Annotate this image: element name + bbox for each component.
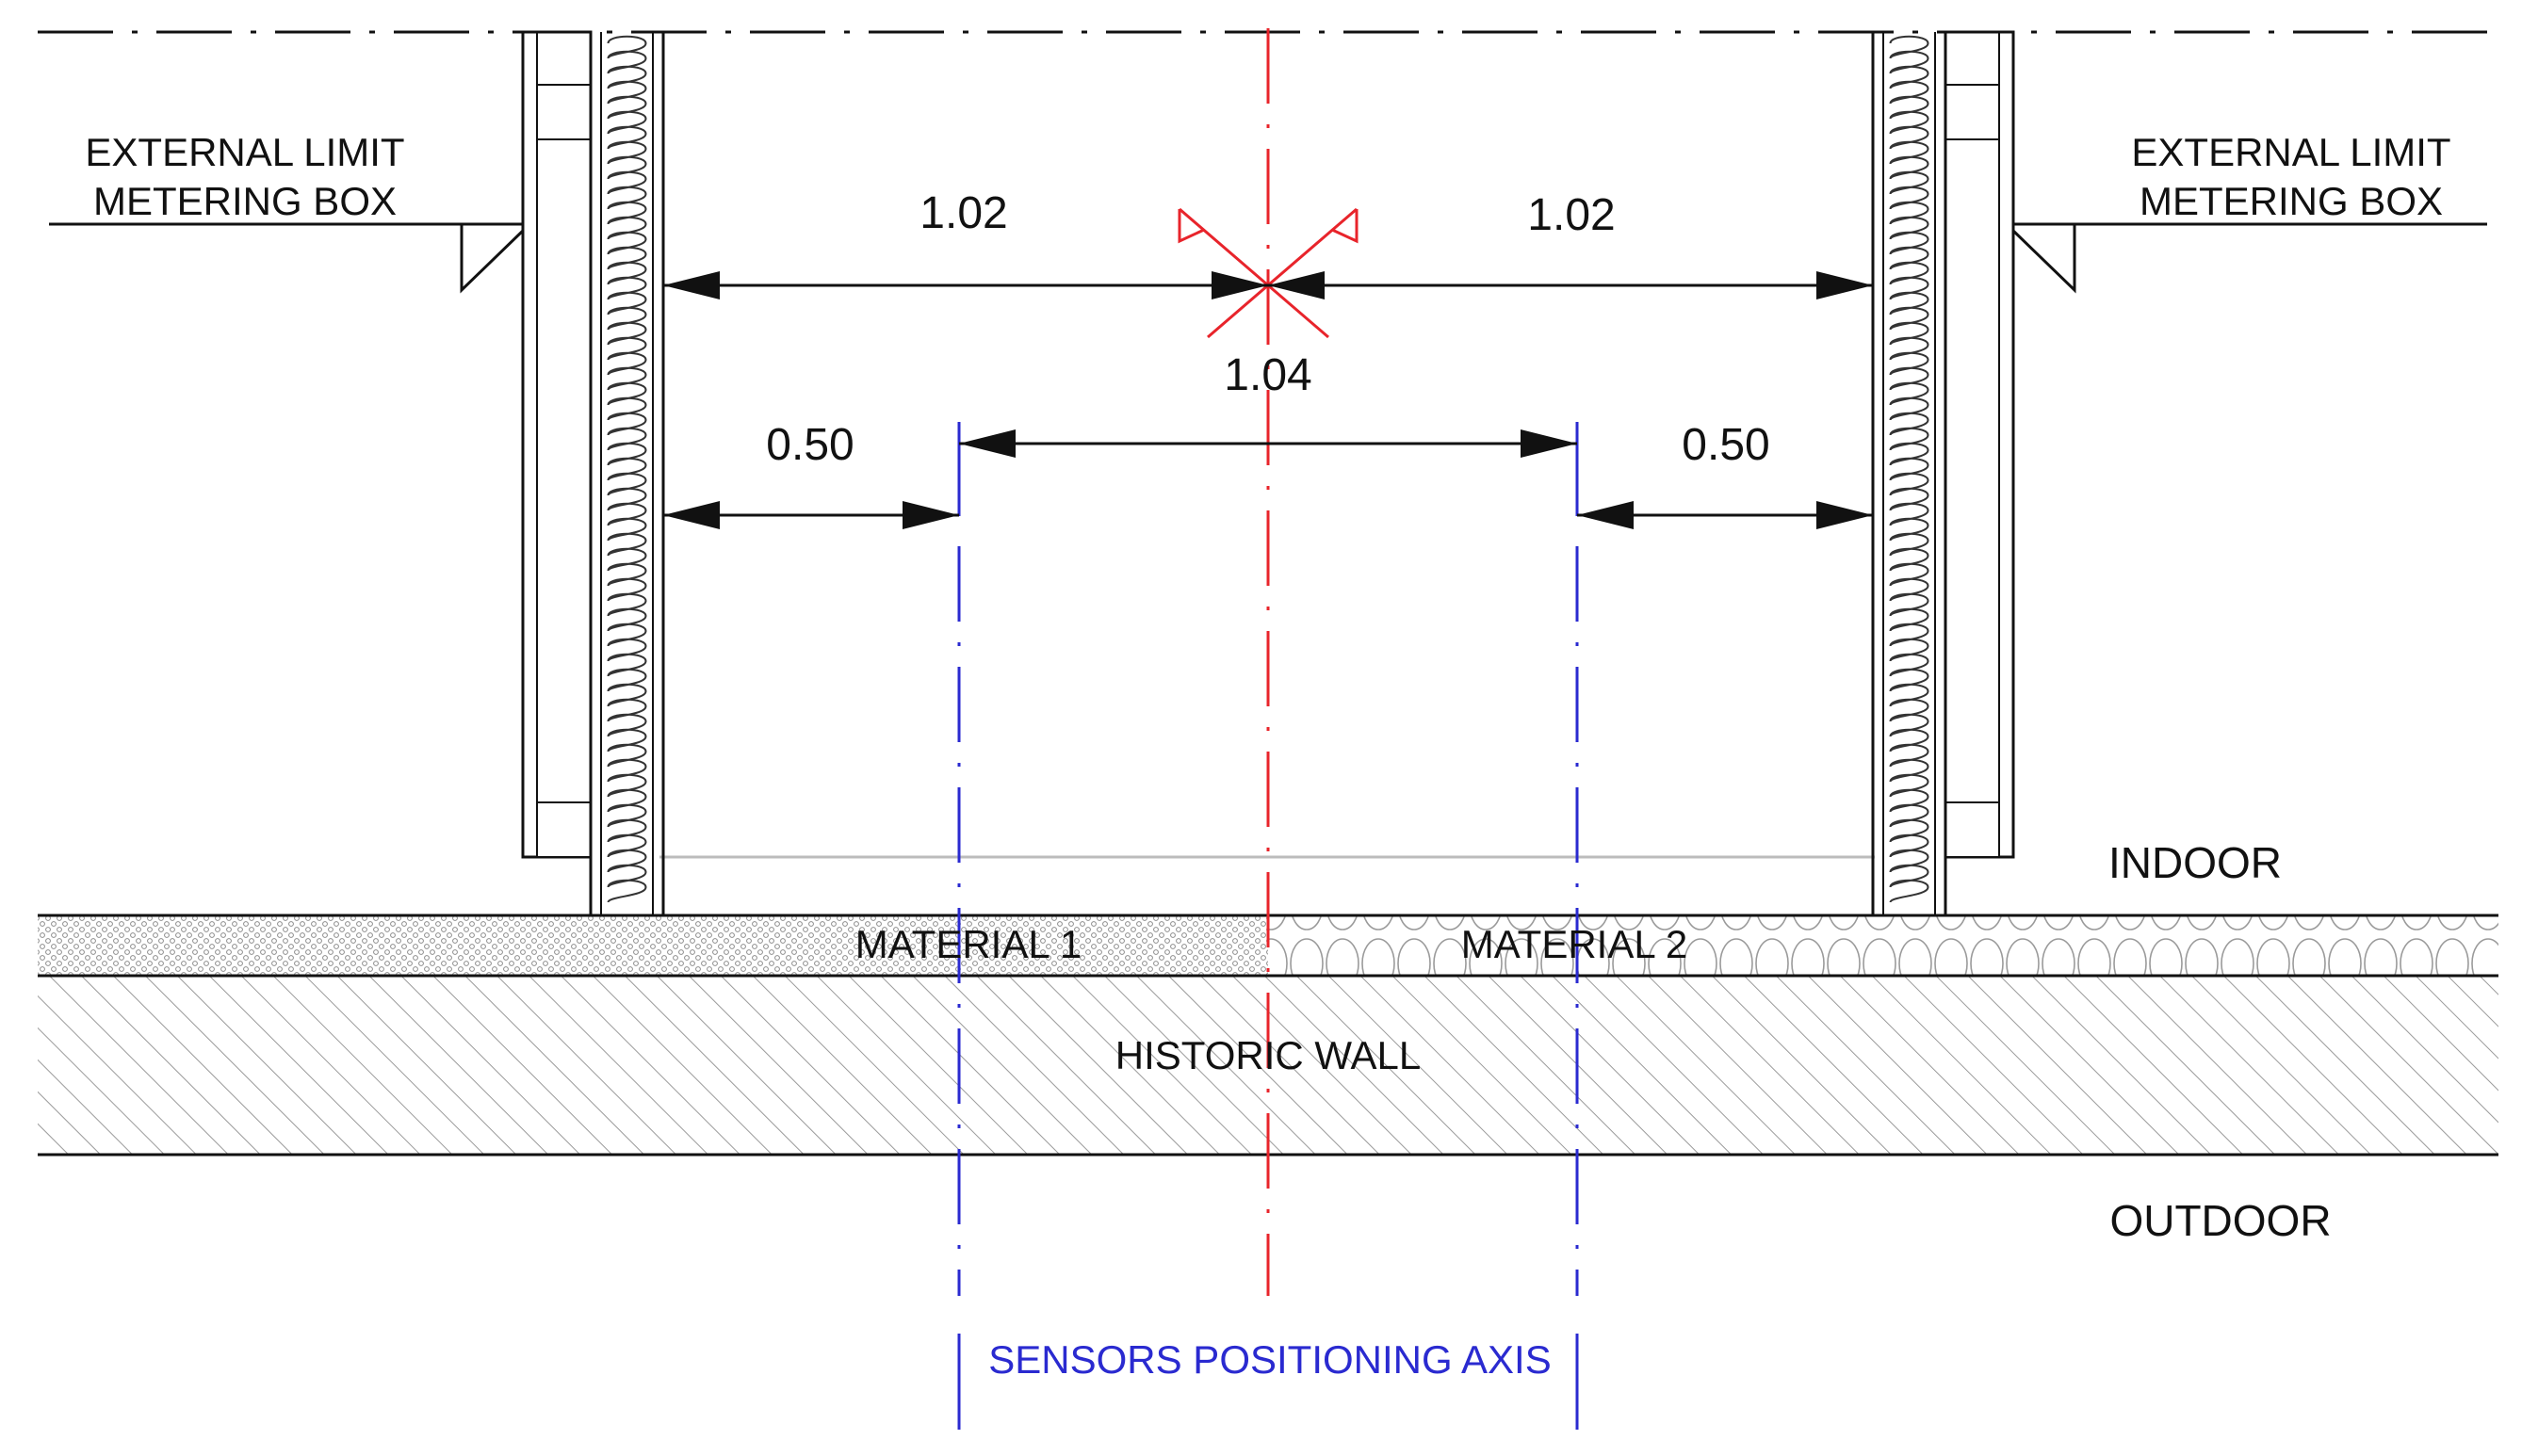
external-limit-right-line1: EXTERNAL LIMIT [2131, 130, 2450, 174]
dim-right-offset: 0.50 [1682, 420, 1769, 470]
dim-center-to-right: 1.02 [1527, 190, 1615, 240]
right-insulation-coil [1889, 35, 1929, 903]
dim-sensor-spacing: 1.04 [1224, 350, 1311, 400]
material-1-label: MATERIAL 1 [855, 922, 1082, 966]
left-limit-marker [460, 224, 525, 294]
left-wall-assembly [521, 30, 665, 915]
outdoor-label: OUTDOOR [2109, 1196, 2331, 1245]
dim-left-to-center: 1.02 [919, 188, 1007, 238]
right-limit-marker [2011, 224, 2076, 294]
external-limit-left-line2: METERING BOX [93, 179, 397, 223]
material-1-layer [38, 915, 1268, 976]
right-wall-assembly [1871, 30, 2015, 915]
external-limit-right-line2: METERING BOX [2140, 179, 2443, 223]
sensors-axis-label: SENSORS POSITIONING AXIS [988, 1337, 1551, 1382]
indoor-label: INDOOR [2108, 838, 2282, 887]
material-2-label: MATERIAL 2 [1461, 922, 1687, 966]
dim-left-offset: 0.50 [766, 420, 854, 470]
material-2-layer [1268, 915, 2498, 976]
left-insulation-coil [607, 35, 647, 903]
external-limit-left-line1: EXTERNAL LIMIT [85, 130, 404, 174]
historic-wall-label: HISTORIC WALL [1115, 1033, 1421, 1077]
